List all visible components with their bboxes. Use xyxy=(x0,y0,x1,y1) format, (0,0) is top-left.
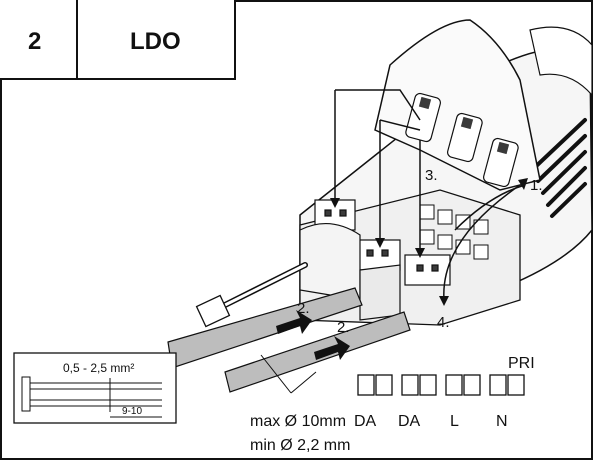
cover-clamp-3 xyxy=(483,137,519,188)
page-title: LDO xyxy=(130,28,181,55)
terminal-label-l: L xyxy=(450,413,459,430)
terminal-pinout: PRI DA DA L N xyxy=(354,355,535,430)
terminal-pin xyxy=(375,374,393,396)
callout-arrows xyxy=(334,89,526,301)
cable-min-diameter: min Ø 2,2 mm xyxy=(250,437,350,454)
terminal-pin xyxy=(357,374,375,396)
primary-group-label: PRI xyxy=(508,355,535,372)
terminal-pin xyxy=(445,374,463,396)
step-4-label: 4. xyxy=(437,314,450,331)
terminal-label-da-2: DA xyxy=(398,413,421,430)
wire-strip-spec: 0,5 - 2,5 mm² 9-10 xyxy=(13,352,177,424)
step-number: 2 xyxy=(28,28,42,55)
terminal-pin xyxy=(401,374,419,396)
terminal-label-n: N xyxy=(496,413,508,430)
terminal-pin xyxy=(419,374,437,396)
connector-cable xyxy=(195,262,308,328)
terminal-cover-open xyxy=(374,19,541,191)
callout-arrowheads xyxy=(330,178,528,306)
clamp-right xyxy=(404,254,451,286)
step-2b-label: 2. xyxy=(337,319,350,336)
terminal-pin xyxy=(463,374,481,396)
cover-clamp-2 xyxy=(447,112,483,163)
strip-length-label: 9-10 xyxy=(122,406,142,417)
cable-max-diameter: max Ø 10mm xyxy=(250,413,346,430)
insert-arrow-2 xyxy=(314,336,350,360)
title-box: LDO xyxy=(78,0,236,80)
step-2a-label: 2. xyxy=(297,300,310,317)
step-3-label: 3. xyxy=(425,167,438,184)
flat-cables xyxy=(167,287,411,393)
step-1-label: 1. xyxy=(530,177,543,194)
wire-cross-section: 0,5 - 2,5 mm² xyxy=(63,361,134,375)
clamp-middle xyxy=(354,239,401,271)
terminal-label-da-1: DA xyxy=(354,413,377,430)
step-number-box: 2 xyxy=(0,0,78,80)
insert-arrow-1 xyxy=(276,310,312,334)
housing-top-ridge xyxy=(529,26,593,97)
cover-clamp-1 xyxy=(405,92,441,143)
plug-connector xyxy=(195,294,231,328)
terminal-pin xyxy=(489,374,507,396)
terminal-pin xyxy=(507,374,525,396)
dimension-leaders xyxy=(260,354,317,394)
strain-relief-clamps xyxy=(299,199,451,321)
housing-vent-fins xyxy=(530,118,587,218)
